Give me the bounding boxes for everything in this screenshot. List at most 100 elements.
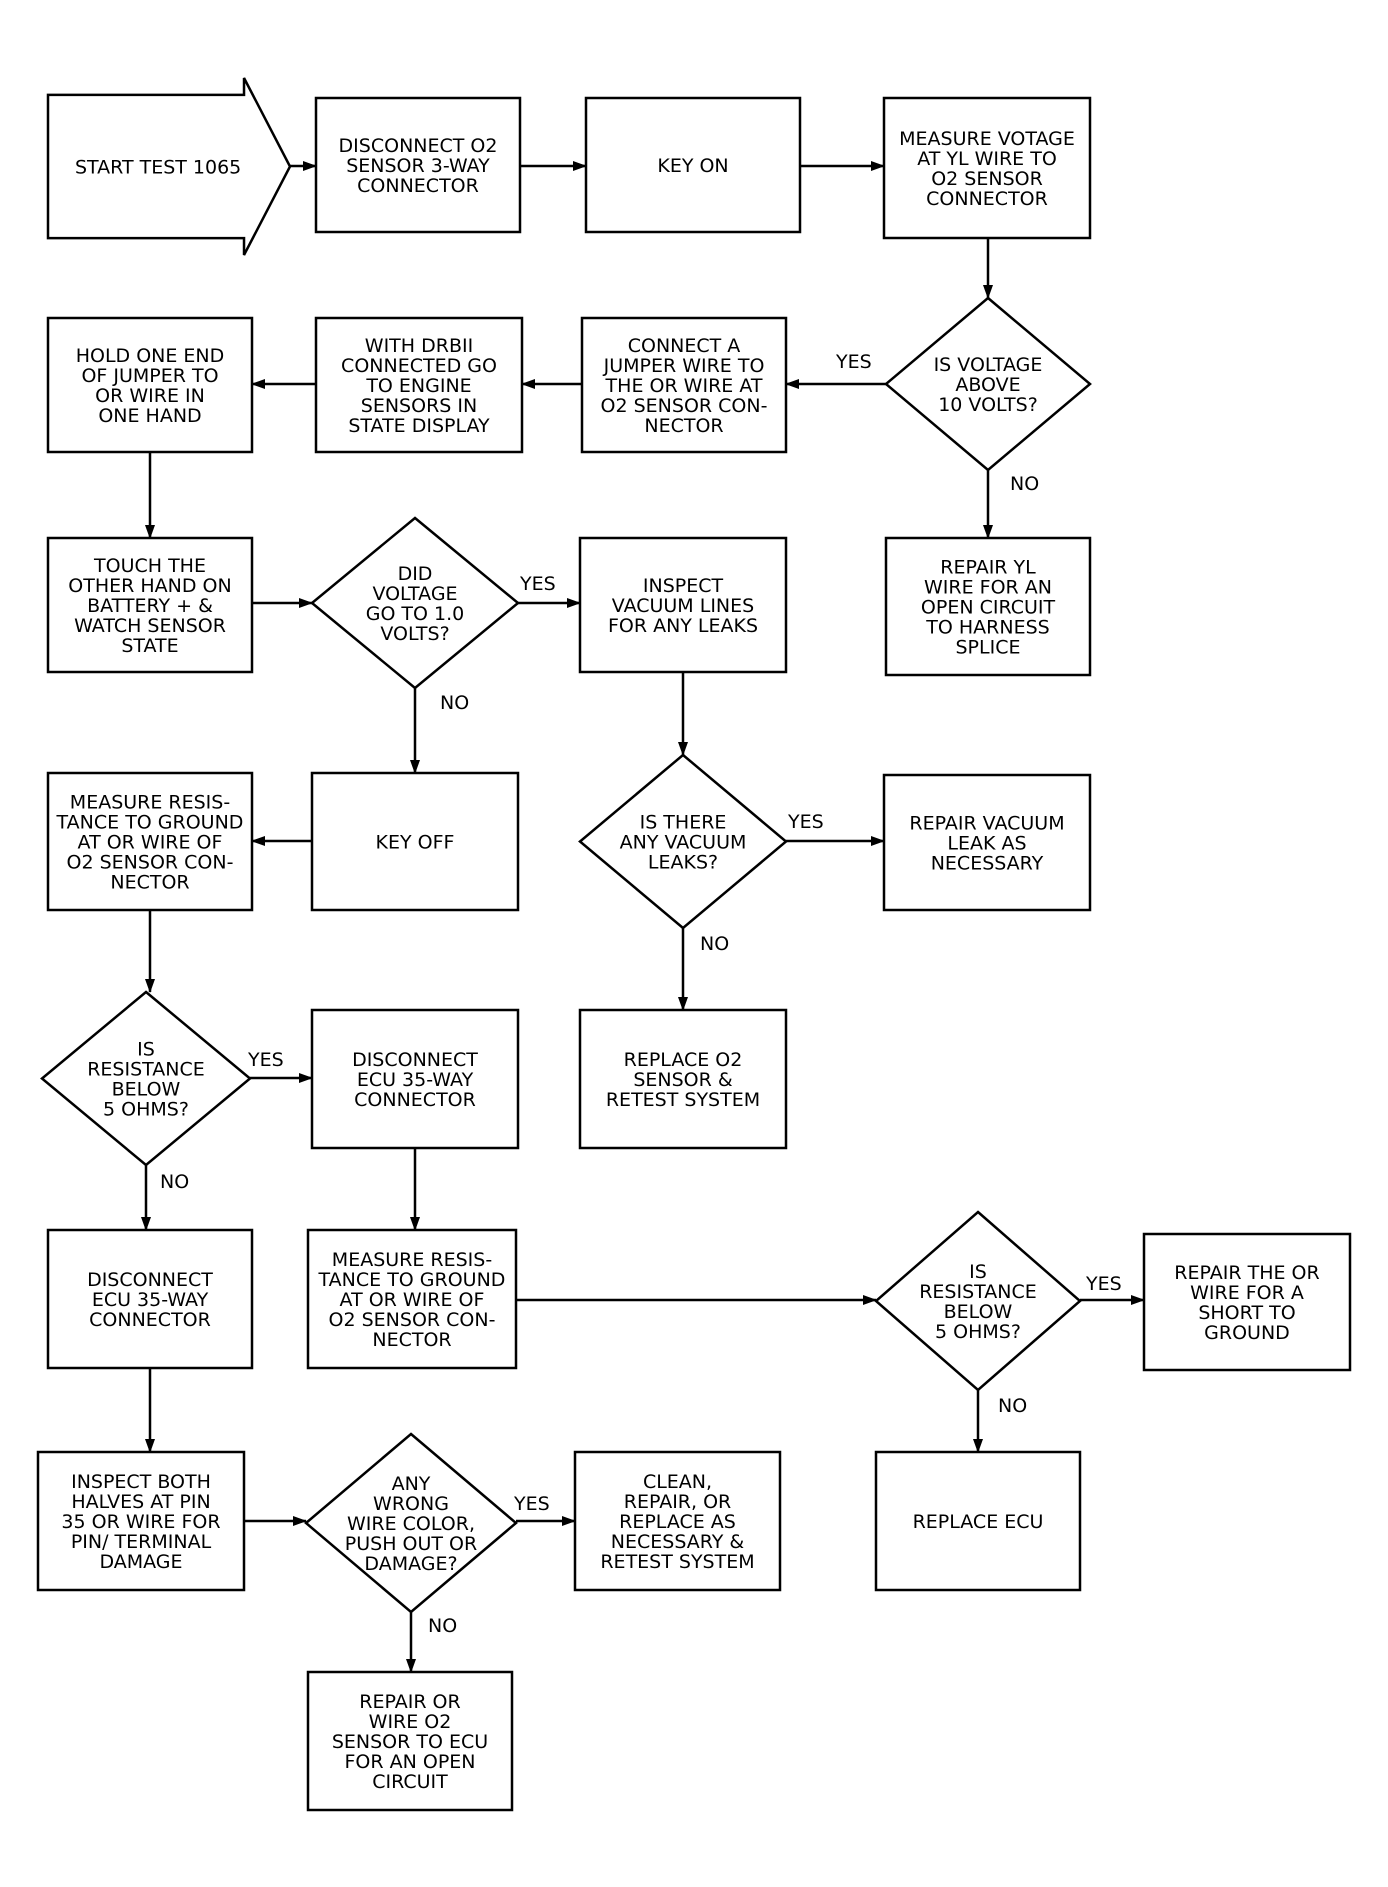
connectors: [141, 161, 1145, 1673]
process-box: [884, 536, 1092, 677]
node-label-line: OR WIRE IN: [95, 385, 205, 407]
node-label-line: O2 SENSOR: [931, 168, 1043, 190]
node-label-line: O2 SENSOR CON-: [601, 395, 768, 417]
node-label-line: AT OR WIRE OF: [78, 832, 223, 854]
node-label-line: NECTOR: [372, 1329, 451, 1351]
node-label-line: WATCH SENSOR: [74, 615, 226, 637]
edge-label-no: NO: [428, 1615, 457, 1637]
node-label-line: REPLACE ECU: [913, 1511, 1044, 1533]
node-label-line: WIRE FOR A: [1190, 1282, 1304, 1304]
edge-label-no: NO: [700, 933, 729, 955]
process-box: [306, 1228, 518, 1370]
node-label-line: IS: [969, 1261, 987, 1283]
node-label-line: RESISTANCE: [919, 1281, 1037, 1303]
node-label-line: GO TO 1.0: [366, 603, 465, 625]
node-label-line: HALVES AT PIN: [71, 1491, 210, 1513]
node-label-line: IS: [137, 1039, 155, 1061]
process-box: [314, 96, 522, 234]
node-label-line: JUMPER WIRE TO: [603, 355, 765, 377]
node-label-line: BELOW: [112, 1079, 181, 1101]
node-label-line: DISCONNECT: [352, 1049, 478, 1071]
node-label-line: TANCE TO GROUND: [318, 1269, 506, 1291]
process-box: [573, 1450, 782, 1592]
decision-diamond: [884, 296, 1092, 472]
node-label-line: O2 SENSOR CON-: [329, 1309, 496, 1331]
node-label-line: LEAKS?: [648, 852, 718, 874]
node-label-line: REPAIR VACUUM: [909, 813, 1064, 835]
node-label-line: GROUND: [1204, 1322, 1290, 1344]
node-label-line: WIRE FOR AN: [924, 577, 1052, 599]
node-label-line: AT YL WIRE TO: [917, 148, 1057, 170]
process-box: [578, 1008, 788, 1150]
node-label-line: RETEST SYSTEM: [600, 1551, 754, 1573]
node-label-line: 10 VOLTS?: [938, 394, 1038, 416]
node-label-line: WRONG: [373, 1493, 449, 1515]
node-start: START TEST 1065: [46, 77, 292, 256]
decision-diamond: [578, 753, 788, 930]
node-label-line: 35 OR WIRE FOR: [61, 1511, 220, 1533]
decision-diamond: [40, 990, 252, 1167]
node-label-line: IS THERE: [640, 812, 727, 834]
process-box: [580, 316, 788, 454]
node-label-line: INSPECT BOTH: [71, 1471, 211, 1493]
process-box: [310, 771, 520, 912]
node-label-line: CONNECTOR: [354, 1089, 476, 1111]
process-box: [46, 316, 254, 454]
node-label-line: NECTOR: [644, 415, 723, 437]
node-label-line: START TEST 1065: [75, 157, 241, 179]
node-label-line: SHORT TO: [1198, 1302, 1295, 1324]
start-arrow-shape: [46, 77, 292, 256]
process-box: [882, 773, 1092, 912]
node-label-line: ECU 35-WAY: [92, 1289, 209, 1311]
process-box: [1142, 1232, 1352, 1372]
process-box: [46, 771, 254, 912]
node-label-line: CONNECTOR: [357, 175, 479, 197]
edge-label-yes: YES: [787, 811, 824, 833]
node-label-line: FOR AN OPEN: [344, 1751, 475, 1773]
process-box: [882, 96, 1092, 240]
node-label-line: PUSH OUT OR: [345, 1533, 477, 1555]
edge-label-yes: YES: [1085, 1273, 1122, 1295]
node-label-line: REPLACE O2: [624, 1049, 743, 1071]
edge-label-no: NO: [160, 1171, 189, 1193]
edge-label-yes: YES: [835, 351, 872, 373]
node-label-line: TANCE TO GROUND: [56, 812, 244, 834]
process-box: [584, 96, 802, 234]
node-label-line: REPAIR OR: [359, 1691, 460, 1713]
node-label-line: VOLTS?: [380, 623, 449, 645]
node-label-line: SENSOR &: [633, 1069, 733, 1091]
node-label-line: NECESSARY: [931, 853, 1044, 875]
node-label-line: CLEAN,: [643, 1471, 712, 1493]
edge-label-yes: YES: [513, 1493, 550, 1515]
process-box: [46, 536, 254, 674]
node-label-line: MEASURE RESIS-: [70, 792, 230, 814]
node-label-line: LEAK AS: [947, 833, 1026, 855]
node-label-line: KEY ON: [657, 155, 728, 177]
node-label-line: REPAIR, OR: [624, 1491, 732, 1513]
node-label-line: VOLTAGE: [372, 583, 457, 605]
node-label-line: DISCONNECT: [87, 1269, 213, 1291]
node-label-line: OF JUMPER TO: [81, 365, 218, 387]
node-key-off: KEY OFF: [310, 771, 520, 912]
node-key-on: KEY ON: [584, 96, 802, 234]
node-label-line: DID: [398, 563, 433, 585]
node-label-line: OTHER HAND ON: [68, 575, 231, 597]
node-label-line: REPLACE AS: [619, 1511, 736, 1533]
process-box: [46, 1228, 254, 1370]
edge-label-yes: YES: [519, 573, 556, 595]
node-label-line: CIRCUIT: [372, 1771, 448, 1793]
process-box: [578, 536, 788, 674]
